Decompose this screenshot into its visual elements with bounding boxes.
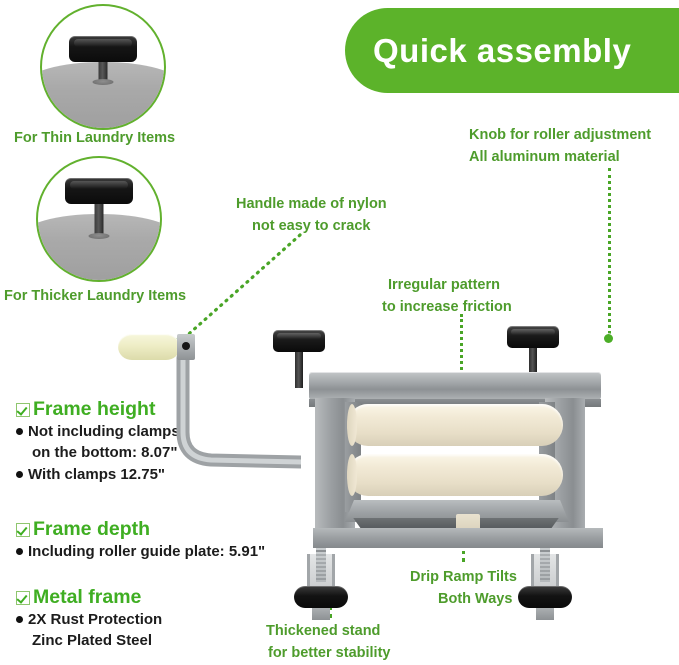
knob-stem-icon xyxy=(88,202,110,239)
lower-roller xyxy=(347,454,563,496)
annotation-handle-line2: not easy to crack xyxy=(252,218,371,235)
annotation-pattern-line1: Irregular pattern xyxy=(388,277,500,293)
bullet-icon xyxy=(16,616,23,623)
leader-dot-knob xyxy=(604,334,613,343)
base-rail xyxy=(313,528,603,548)
bullet-icon xyxy=(16,470,23,478)
annotation-knob-line1: Knob for roller adjustment xyxy=(469,127,652,143)
top-crossbar xyxy=(309,372,601,407)
leader-line-pattern xyxy=(460,314,463,424)
spec-frame-depth-title: Frame depth xyxy=(33,518,151,540)
spec-frame-depth: Frame depth Including roller guide plate… xyxy=(16,518,265,562)
knob-stem-icon xyxy=(295,350,303,388)
check-icon xyxy=(16,522,30,537)
crank-arm xyxy=(176,351,301,469)
spec-item: With clamps 12.75" xyxy=(16,464,180,485)
annotation-knob: Knob for roller adjustment All aluminum … xyxy=(469,124,651,169)
annotation-stand-line2: for better stability xyxy=(268,645,391,662)
annotation-drip-line1: Drip Ramp Tilts xyxy=(410,569,517,585)
knob-cap-icon xyxy=(507,326,559,348)
check-icon xyxy=(16,402,30,417)
inset-thick-caption: For Thicker Laundry Items xyxy=(4,288,187,304)
spec-frame-height: Frame height Not including clamps on the… xyxy=(16,398,180,485)
upper-roller xyxy=(347,404,563,446)
leader-line-knob xyxy=(608,168,611,334)
inset-thick-laundry xyxy=(36,156,162,282)
clamp-foot-plate xyxy=(536,604,554,620)
annotation-stand: Thickened stand for better stability xyxy=(266,620,390,665)
spec-metal-frame-heading: Metal frame xyxy=(16,586,162,609)
inset-thin-laundry xyxy=(40,4,166,130)
annotation-handle-line1: Handle made of nylon xyxy=(236,196,387,212)
annotation-pattern-line2: to increase friction xyxy=(382,299,512,316)
annotation-stand-line1: Thickened stand xyxy=(266,623,381,639)
bullet-icon xyxy=(16,428,23,435)
knob-cap-icon xyxy=(273,330,325,352)
spec-item-text: With clamps 12.75" xyxy=(28,465,166,483)
knob-stem-icon xyxy=(529,346,537,384)
annotation-knob-line2: All aluminum material xyxy=(469,149,620,166)
spec-item-text: Not including clamps xyxy=(28,423,180,440)
inset-thin-caption: For Thin Laundry Items xyxy=(14,130,176,146)
annotation-pattern: Irregular pattern to increase friction xyxy=(382,274,512,319)
spec-subtext: Zinc Plated Steel xyxy=(32,632,153,650)
crank-hub xyxy=(177,334,195,360)
knob-cap-icon xyxy=(65,178,133,204)
product-laundry-wringer xyxy=(118,322,615,620)
clamp-pad-icon xyxy=(294,586,348,608)
spec-item: Not including clamps xyxy=(16,421,180,442)
bullet-icon xyxy=(16,548,23,555)
spec-subtext: on the bottom: 8.07" xyxy=(32,444,178,462)
banner-title: Quick assembly xyxy=(373,31,632,69)
leader-line-stand xyxy=(329,600,332,618)
check-icon xyxy=(16,590,30,605)
spec-frame-depth-heading: Frame depth xyxy=(16,518,265,541)
drip-ramp[interactable] xyxy=(345,500,569,522)
quick-assembly-banner: Quick assembly xyxy=(345,8,679,93)
annotation-drip-line2: Both Ways xyxy=(438,591,513,608)
spec-frame-height-title: Frame height xyxy=(33,398,156,420)
spec-frame-height-heading: Frame height xyxy=(16,398,180,421)
spec-item: 2X Rust Protection xyxy=(16,609,162,630)
spec-item-text: Including roller guide plate: 5.91" xyxy=(28,543,266,560)
clamp-foot-plate xyxy=(312,604,330,620)
spec-item-text: 2X Rust Protection xyxy=(28,611,163,628)
annotation-handle: Handle made of nylon not easy to crack xyxy=(236,193,387,238)
crank-handle-grip xyxy=(118,334,180,360)
clamp-pad-icon xyxy=(518,586,572,608)
spec-item: Including roller guide plate: 5.91" xyxy=(16,541,265,562)
knob-cap-icon xyxy=(69,36,137,62)
knob-stem-icon xyxy=(92,60,114,85)
spec-metal-frame-title: Metal frame xyxy=(33,586,142,608)
spec-metal-frame: Metal frame 2X Rust Protection Zinc Plat… xyxy=(16,586,162,652)
annotation-drip-ramp: Drip Ramp Tilts Both Ways xyxy=(410,566,517,611)
